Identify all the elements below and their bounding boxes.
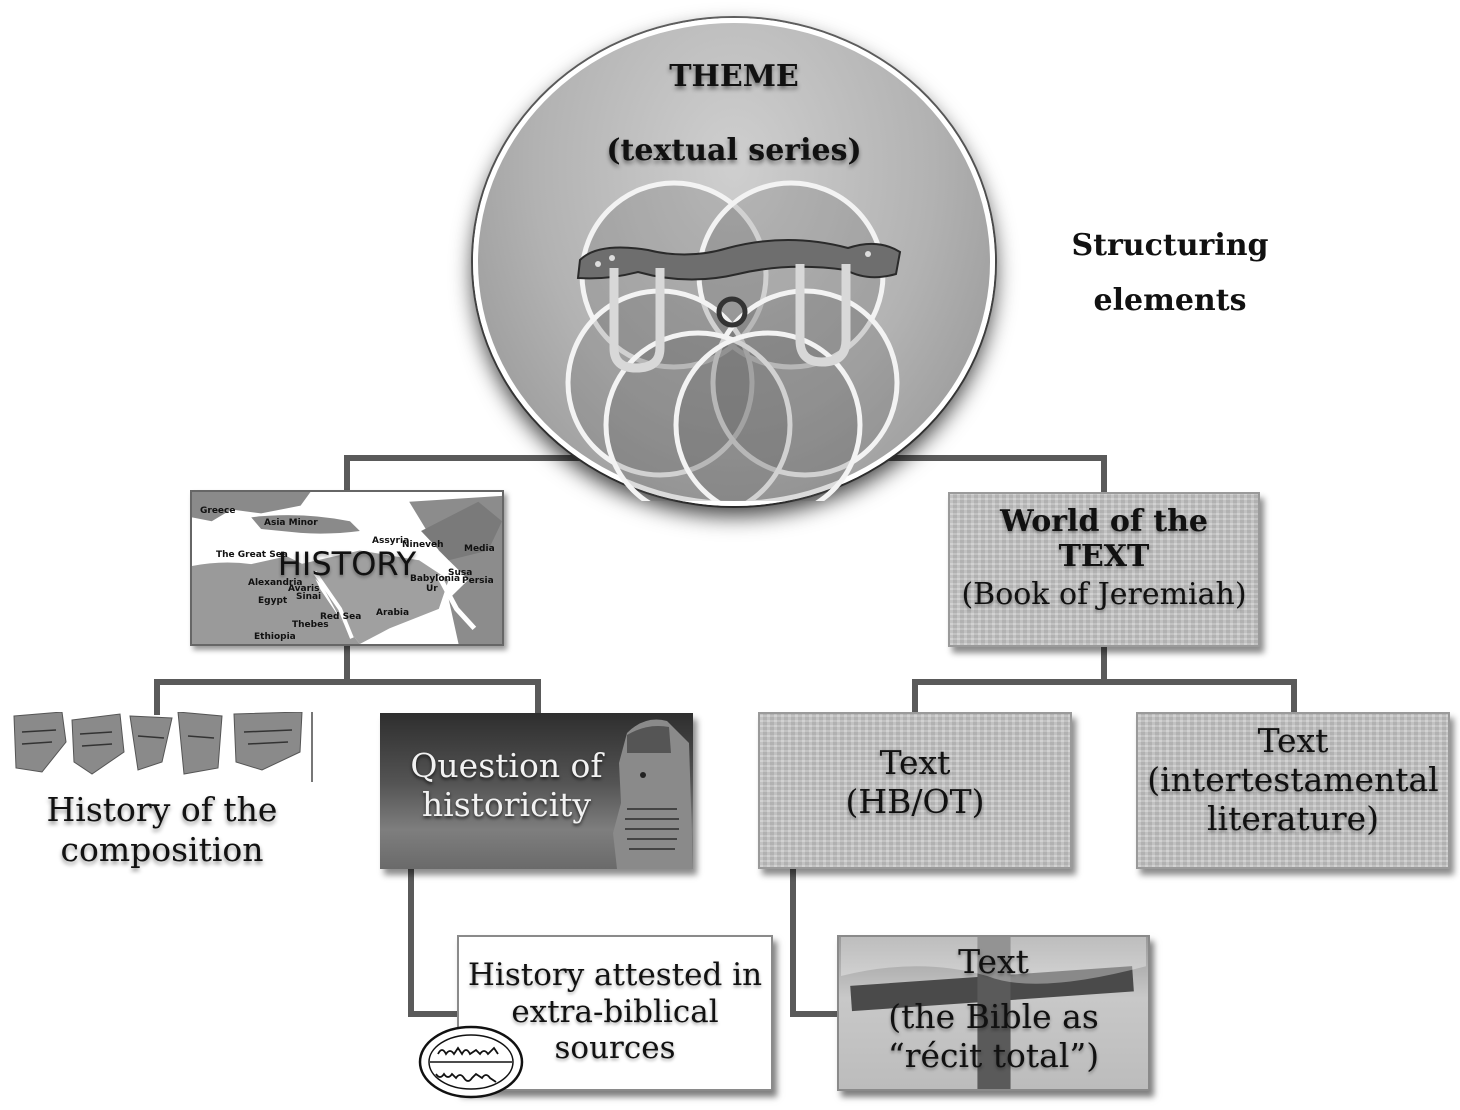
map-label: Arabia — [376, 608, 410, 618]
map-label: Babylonia — [410, 574, 461, 584]
world-title-line-1: World of the — [1000, 504, 1208, 539]
historicity-line-2: historicity — [421, 784, 592, 824]
theme-circle: THEME (textual series) — [473, 18, 995, 506]
assyrian-statue-icon — [613, 719, 693, 869]
map-label: Ur — [426, 584, 438, 594]
theme-title: THEME — [669, 59, 799, 94]
history-title: HISTORY — [277, 545, 417, 583]
text-intertestamental-box: Text (intertestamental literature) — [1136, 712, 1450, 869]
attested-line-1: History attested in — [467, 957, 763, 993]
map-label: Susa — [448, 568, 473, 578]
structuring-label-line-1: Structuring — [1071, 228, 1269, 263]
theme-subtitle: (textual series) — [606, 133, 862, 168]
composition-label-line-1: History of the — [46, 790, 278, 829]
map-label: Alexandria — [248, 578, 303, 588]
seal-impression-icon — [418, 1025, 524, 1099]
text-inter-line-1: Text — [1257, 721, 1329, 760]
map-label: The Great Sea — [216, 550, 288, 560]
bible-recit-total-box: Text (the Bible as “récit total”) — [837, 935, 1150, 1091]
yoke-icon — [576, 239, 902, 373]
world-subtitle: (Book of Jeremiah) — [961, 576, 1247, 612]
composition-node: History of the composition — [12, 712, 314, 872]
map-label: Nineveh — [402, 540, 444, 550]
world-of-text-box: World of the TEXT (Book of Jeremiah) — [948, 492, 1260, 647]
map-label: Sinai — [296, 592, 322, 602]
map-label: Assyria — [372, 536, 410, 546]
near-east-map-icon — [192, 492, 502, 644]
map-label: Thebes — [292, 620, 329, 630]
map-label: Ethiopia — [254, 632, 296, 642]
historicity-box: Question of historicity — [380, 713, 693, 869]
map-label: Avaris — [288, 584, 320, 594]
map-label: Egypt — [258, 596, 288, 606]
text-inter-line-3: literature) — [1206, 798, 1380, 838]
text-hb-line-2: (HB/OT) — [845, 781, 985, 821]
attested-line-3: sources — [554, 1030, 676, 1067]
text-hb-line-1: Text — [879, 743, 951, 782]
map-label: Media — [464, 544, 495, 554]
map-label: Red Sea — [320, 612, 362, 622]
text-inter-line-2: (intertestamental — [1147, 759, 1439, 799]
historicity-line-1: Question of — [410, 746, 603, 785]
text-hb-ot-box: Text (HB/OT) — [758, 712, 1072, 869]
composition-label-line-2: composition — [60, 829, 264, 869]
map-label: Asia Minor — [264, 518, 318, 528]
map-label: Persia — [462, 576, 494, 586]
bible-line-1: Text — [958, 942, 1029, 981]
manuscript-fragments-icon — [13, 712, 313, 782]
cross-icon — [841, 937, 1146, 1089]
attested-line-2: extra-biblical — [511, 993, 719, 1030]
map-label: Greece — [200, 506, 236, 516]
world-title-line-2: TEXT — [1058, 539, 1150, 575]
history-box: Greece Asia Minor Assyria Nineveh Media … — [190, 490, 504, 646]
bible-line-3: “récit total”) — [887, 1035, 1100, 1075]
bible-line-2: (the Bible as — [888, 996, 1099, 1036]
structuring-label-line-2: elements — [1093, 283, 1247, 318]
